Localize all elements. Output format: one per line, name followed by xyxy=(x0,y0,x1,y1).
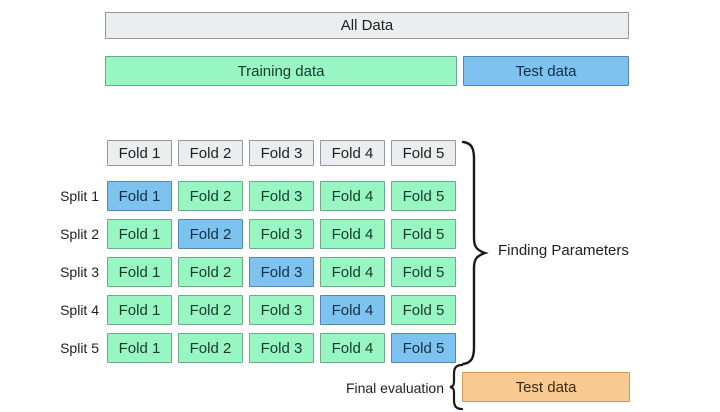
final-test-data-label: Test data xyxy=(515,378,577,396)
fold-header-cell: Fold 4 xyxy=(320,140,385,166)
split-row-label: Split 4 xyxy=(60,302,99,318)
fold-cell-validation: Fold 1 xyxy=(107,181,172,211)
fold-cell-train: Fold 2 xyxy=(178,295,243,325)
fold-cell-train: Fold 5 xyxy=(391,295,456,325)
test-data-label: Test data xyxy=(515,62,577,80)
fold-cell-train: Fold 4 xyxy=(320,257,385,287)
split-row-label: Split 1 xyxy=(60,188,99,204)
final-test-data-bar: Test data xyxy=(462,372,630,402)
fold-cell-validation: Fold 5 xyxy=(391,333,456,363)
training-data-label: Training data xyxy=(237,62,325,80)
fold-header-cell: Fold 2 xyxy=(178,140,243,166)
finding-parameters-label: Finding Parameters xyxy=(498,242,629,259)
fold-cell-train: Fold 4 xyxy=(320,181,385,211)
fold-cell-train: Fold 3 xyxy=(249,181,314,211)
all-data-label: All Data xyxy=(340,17,394,34)
fold-cell-train: Fold 3 xyxy=(249,333,314,363)
fold-cell-train: Fold 4 xyxy=(320,333,385,363)
fold-cell-train: Fold 5 xyxy=(391,181,456,211)
fold-cell-validation: Fold 2 xyxy=(178,219,243,249)
final-evaluation-label: Final evaluation xyxy=(345,380,444,396)
fold-cell-train: Fold 3 xyxy=(249,219,314,249)
curly-brace-small xyxy=(449,363,464,411)
fold-header-cell: Fold 5 xyxy=(391,140,456,166)
fold-header-cell: Fold 1 xyxy=(107,140,172,166)
fold-cell-train: Fold 5 xyxy=(391,257,456,287)
fold-cell-validation: Fold 3 xyxy=(249,257,314,287)
fold-cell-train: Fold 1 xyxy=(107,295,172,325)
fold-cell-train: Fold 5 xyxy=(391,219,456,249)
fold-cell-train: Fold 1 xyxy=(107,333,172,363)
test-data-bar: Test data xyxy=(463,56,629,86)
training-data-bar: Training data xyxy=(105,56,457,86)
fold-cell-train: Fold 2 xyxy=(178,181,243,211)
fold-cell-validation: Fold 4 xyxy=(320,295,385,325)
all-data-bar: All Data xyxy=(105,12,629,39)
split-row-label: Split 5 xyxy=(60,340,99,356)
fold-cell-train: Fold 3 xyxy=(249,295,314,325)
curly-brace-large xyxy=(461,140,489,366)
fold-cell-train: Fold 1 xyxy=(107,219,172,249)
fold-cell-train: Fold 4 xyxy=(320,219,385,249)
fold-cell-train: Fold 2 xyxy=(178,257,243,287)
fold-cell-train: Fold 2 xyxy=(178,333,243,363)
fold-cell-train: Fold 1 xyxy=(107,257,172,287)
split-row-label: Split 3 xyxy=(60,264,99,280)
fold-header-cell: Fold 3 xyxy=(249,140,314,166)
split-row-label: Split 2 xyxy=(60,226,99,242)
